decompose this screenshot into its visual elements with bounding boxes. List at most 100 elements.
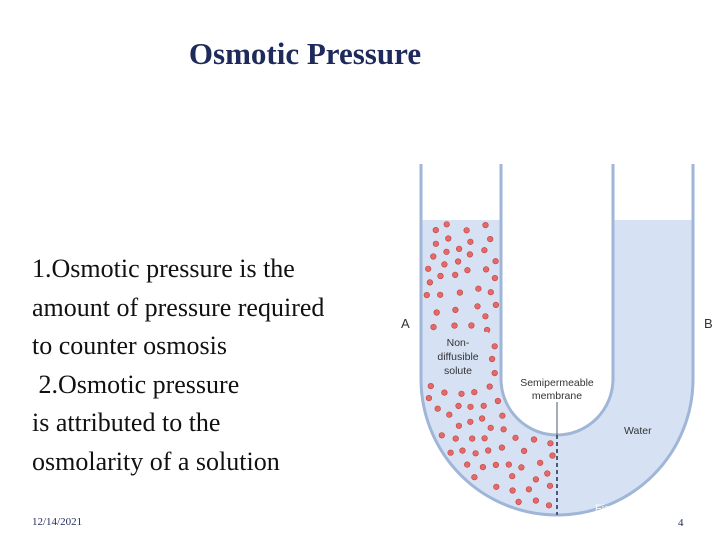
- solute-particle: [447, 449, 454, 456]
- solute-label-line-2: diffusible: [437, 351, 478, 363]
- body-line-3: to counter osmosis: [32, 331, 227, 360]
- solute-particle: [469, 435, 476, 442]
- solute-particle: [481, 435, 488, 442]
- solute-particle: [481, 247, 488, 254]
- solute-particle: [491, 343, 498, 350]
- solute-particle: [471, 389, 478, 396]
- solute-particle: [454, 258, 462, 265]
- solute-particle: [452, 271, 459, 278]
- solute-particle: [459, 447, 466, 454]
- membrane-label-line-2: membrane: [532, 390, 582, 402]
- solute-particle: [443, 221, 450, 228]
- solute-particle: [433, 309, 440, 316]
- solute-particle: [434, 405, 441, 412]
- solute-particle: [430, 324, 437, 331]
- solute-particle: [423, 292, 430, 299]
- page-number: 4: [678, 517, 684, 529]
- solute-label-background: [428, 332, 488, 382]
- solute-particle: [498, 444, 505, 451]
- solute-particle: [446, 411, 453, 418]
- solute-particle: [474, 303, 481, 310]
- solute-particle: [491, 370, 498, 377]
- solute-particle: [487, 424, 494, 431]
- solute-particle: [545, 502, 553, 509]
- solute-label-line-3: solute: [444, 365, 472, 377]
- solute-particle: [509, 473, 516, 480]
- solute-particle: [455, 422, 463, 429]
- u-tube-diagram: A B Non- diffusible solute Semipermeable…: [401, 164, 713, 517]
- solute-particle: [468, 322, 475, 329]
- solute-particle: [426, 279, 434, 286]
- solute-particle: [546, 482, 554, 489]
- body-line-1: 1.Osmotic pressure is the: [32, 254, 295, 283]
- solute-particle: [452, 435, 459, 442]
- solute-particle: [475, 285, 482, 292]
- solute-particle: [549, 452, 556, 459]
- solute-particle: [485, 447, 492, 454]
- solute-particle: [445, 235, 452, 242]
- solute-particle: [467, 418, 474, 425]
- solute-particle: [537, 459, 544, 466]
- solute-particle: [425, 395, 433, 402]
- solute-particle: [471, 474, 478, 481]
- solute-particle: [425, 265, 432, 272]
- solute-particle: [438, 432, 445, 439]
- solute-particle: [472, 450, 479, 457]
- side-b-label: B: [704, 316, 713, 331]
- figure-reference: Fig. 4.10: [595, 503, 638, 515]
- solute-particle: [443, 248, 450, 255]
- solute-particle: [463, 227, 470, 234]
- solute-particle: [458, 390, 465, 397]
- solute-particle: [466, 251, 473, 258]
- solute-particle: [505, 461, 512, 468]
- solute-particle: [427, 383, 434, 390]
- solute-particle: [455, 402, 462, 409]
- solute-particle: [500, 426, 507, 433]
- solute-particle: [478, 415, 486, 422]
- solute-particle: [547, 440, 554, 447]
- solute-particle: [493, 483, 500, 490]
- solute-particle: [451, 322, 458, 329]
- solute-particle: [441, 261, 448, 268]
- solute-particle: [492, 301, 499, 308]
- solute-particle: [430, 253, 437, 260]
- solute-particle: [486, 383, 493, 390]
- solute-particle: [482, 313, 489, 320]
- body-line-4: 2.Osmotic pressure: [32, 369, 240, 399]
- water-label: Water: [624, 425, 652, 437]
- solute-particle: [467, 403, 474, 410]
- solute-particle: [452, 306, 459, 313]
- solute-particle: [483, 326, 491, 334]
- solute-particle: [492, 258, 499, 265]
- slide-title: Osmotic Pressure: [188, 36, 422, 71]
- solute-particle: [532, 497, 539, 504]
- solute-particle: [479, 464, 486, 471]
- solute-particle: [492, 461, 499, 469]
- solute-particle: [544, 470, 551, 477]
- body-line-5: is attributed to the: [32, 408, 221, 437]
- solute-particle: [487, 289, 494, 296]
- solute-particle: [441, 389, 448, 396]
- footer-date: 12/14/2021: [32, 516, 83, 528]
- solute-particle: [437, 272, 444, 280]
- solute-particle: [437, 291, 444, 298]
- solute-particle: [488, 355, 496, 363]
- solute-particle: [532, 476, 539, 483]
- solute-particle: [487, 235, 494, 243]
- solute-particle: [520, 447, 528, 455]
- solute-particle: [499, 412, 506, 419]
- membrane-label-line-1: Semipermeable: [520, 377, 594, 389]
- body-line-6: osmolarity of a solution: [32, 446, 280, 476]
- solute-particle: [432, 226, 439, 234]
- solute-label-line-1: Non-: [447, 337, 470, 349]
- solute-particle: [464, 461, 471, 468]
- solute-particle: [518, 464, 525, 471]
- side-a-label: A: [401, 316, 410, 331]
- body-line-2: amount of pressure required: [32, 292, 325, 322]
- body-text: 1.Osmotic pressure is the amount of pres…: [32, 250, 402, 481]
- solute-particle: [509, 487, 516, 494]
- solute-particle: [432, 240, 440, 247]
- solute-particle: [456, 289, 464, 296]
- solute-particle: [512, 434, 519, 441]
- solute-particle: [482, 221, 489, 229]
